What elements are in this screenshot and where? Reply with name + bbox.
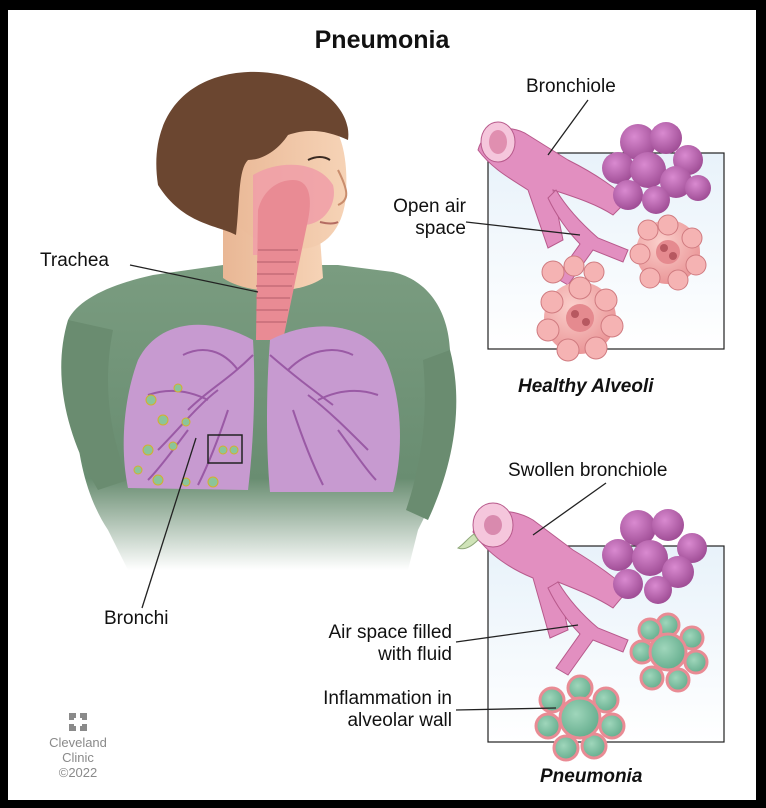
cleveland-clinic-logo: Cleveland Clinic ©2022 bbox=[38, 712, 118, 780]
pneumonia-illustration bbox=[8, 10, 756, 800]
bronchi-label: Bronchi bbox=[104, 608, 168, 630]
healthy-inset bbox=[478, 122, 724, 361]
inflamed-alveoli-cluster bbox=[536, 676, 624, 760]
open-air-space-line-1: Open air bbox=[348, 196, 466, 218]
bronchiole-leader bbox=[548, 100, 588, 155]
air-space-fluid-label: Air space filled with fluid bbox=[248, 622, 452, 666]
logo-line-2: Clinic bbox=[38, 750, 118, 765]
trachea-label: Trachea bbox=[40, 250, 109, 272]
cleveland-clinic-logo-icon bbox=[68, 712, 88, 732]
inflammation-line-2: alveolar wall bbox=[248, 710, 452, 732]
illustration-panel: Pneumonia Trachea Bronchi Bronchiole Ope… bbox=[8, 10, 756, 800]
mucus bbox=[458, 534, 478, 549]
diagram-title: Pneumonia bbox=[8, 26, 756, 55]
pneumonia-caption: Pneumonia bbox=[540, 766, 642, 788]
air-space-fluid-line-2: with fluid bbox=[248, 644, 452, 666]
open-air-space-label: Open air space bbox=[348, 196, 466, 240]
logo-line-1: Cleveland bbox=[38, 735, 118, 750]
open-air-space-line-2: space bbox=[348, 218, 466, 240]
copyright: ©2022 bbox=[38, 765, 118, 780]
healthy-alveoli-caption: Healthy Alveoli bbox=[518, 376, 654, 398]
swollen-bronchiole-leader bbox=[533, 483, 606, 535]
air-space-fluid-line-1: Air space filled bbox=[248, 622, 452, 644]
inflammation-line-1: Inflammation in bbox=[248, 688, 452, 710]
bronchiole-label: Bronchiole bbox=[526, 76, 616, 98]
inflammation-label: Inflammation in alveolar wall bbox=[248, 688, 452, 732]
right-lung bbox=[267, 326, 400, 492]
pneumonia-inset bbox=[458, 503, 724, 760]
swollen-bronchiole-label: Swollen bronchiole bbox=[508, 460, 668, 482]
